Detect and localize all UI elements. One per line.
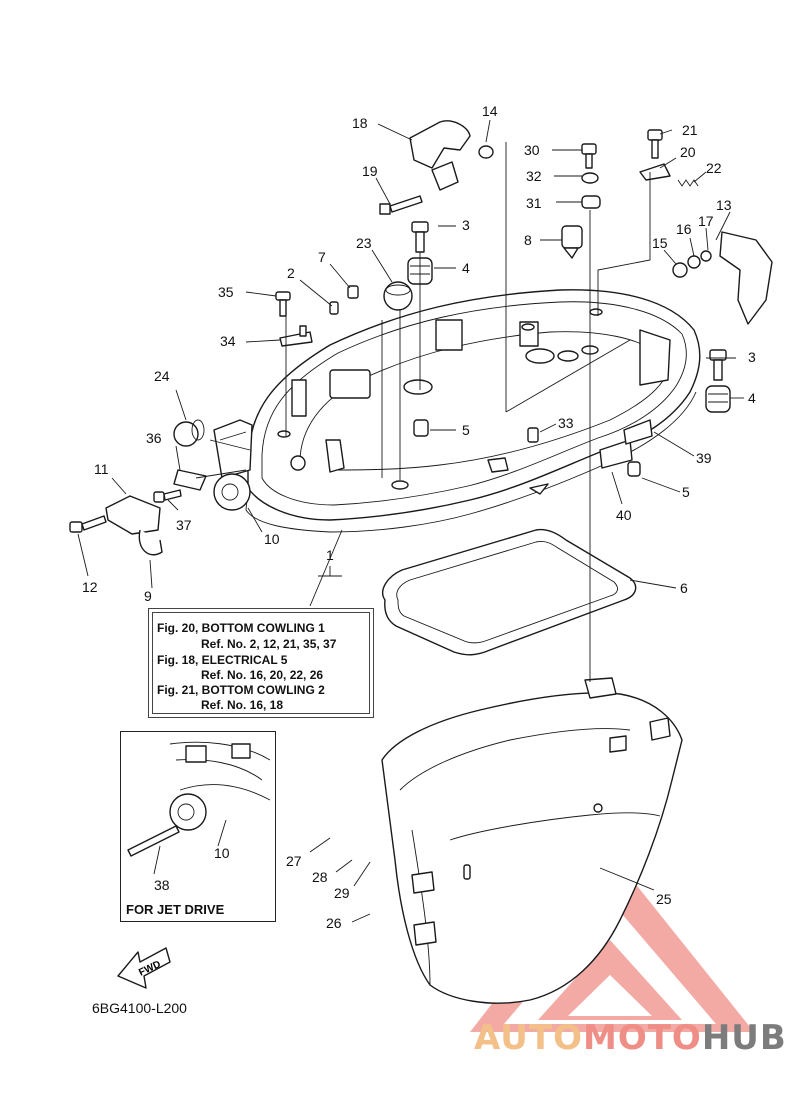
callout-27: 27 [286,853,302,869]
callout-1: 1 [326,547,334,563]
callout-10: 10 [264,531,280,547]
collar-5-center [413,419,429,437]
callout-40: 40 [616,507,632,523]
washer-32 [581,172,599,184]
callout-12: 12 [82,579,98,595]
washer-16 [687,255,701,269]
lower-cover [381,677,683,1004]
ref-line-5: Fig. 21, BOTTOM COWLING 2 [157,683,325,697]
collar-5-right [627,461,641,477]
callout-7: 7 [318,249,326,265]
screw-37 [153,489,182,503]
rubber-seal [382,528,637,656]
callout-17: 17 [698,213,714,229]
callout-15: 15 [652,235,668,251]
callout-6: 6 [680,580,688,596]
jet-drive-label: FOR JET DRIVE [126,902,225,917]
grommet-24 [173,419,205,447]
watermark-auto: AUTO [474,1018,583,1058]
bolt-3-right [709,349,727,381]
collar-15 [672,262,688,278]
callout-31: 31 [526,195,542,211]
lever-13 [719,231,773,325]
callout-labels: 1 2 3 3 4 4 5 5 6 7 8 9 10 10 11 12 13 1… [82,103,756,931]
bolt-19 [379,195,423,215]
callout-4-right: 4 [748,390,756,406]
screw-2 [329,301,339,315]
grommet-10 [213,473,251,511]
callout-23: 23 [356,235,372,251]
drawing-code: 6BG4100-L200 [92,1000,187,1016]
callout-29: 29 [334,885,350,901]
callout-20: 20 [680,144,696,160]
bolt-35 [275,291,291,317]
watermark-hub: HUB [701,1018,787,1058]
reference-box: Fig. 20, BOTTOM COWLING 1 Ref. No. 2, 12… [148,608,374,718]
ref-line-3: Fig. 18, ELECTRICAL 5 [157,653,288,667]
ref-line-2: Ref. No. 2, 12, 21, 35, 37 [201,637,337,651]
grommet-4-right [705,385,731,413]
plate-20 [639,163,671,181]
callout-16: 16 [676,221,692,237]
callout-33: 33 [558,415,574,431]
ref-line-1: Fig. 20, BOTTOM COWLING 1 [157,621,325,635]
callout-13: 13 [716,197,732,213]
leader-lines [77,119,744,923]
callout-24: 24 [154,368,170,384]
watermark-moto: MOTO [582,1018,702,1058]
ref-line-4: Ref. No. 16, 20, 22, 26 [201,668,324,682]
plate-36 [173,469,207,491]
bolt-21 [647,129,663,159]
lever-18 [409,120,494,191]
bolt-3-top [411,221,429,253]
callout-35: 35 [218,284,234,300]
callout-37: 37 [176,517,192,533]
screw-7 [347,285,359,299]
callout-8: 8 [524,232,532,248]
callout-38: 38 [154,877,170,893]
callout-21: 21 [682,122,698,138]
callout-22: 22 [706,160,722,176]
callout-2: 2 [287,265,295,281]
callout-39: 39 [696,450,712,466]
clip-34 [279,325,313,347]
bolt-12 [69,515,107,533]
damper-8 [561,225,583,259]
callout-18: 18 [352,115,368,131]
callout-28: 28 [312,869,328,885]
callout-3-top: 3 [462,217,470,233]
grommet-31 [581,195,601,209]
callout-19: 19 [362,163,378,179]
bolt-30 [581,143,597,169]
screw-33 [527,427,539,443]
callout-10-inset: 10 [214,845,230,861]
callout-11: 11 [94,461,109,477]
callout-32: 32 [526,168,542,184]
callout-14: 14 [482,103,498,119]
fwd-arrow-icon: FWD [117,947,171,989]
ref-line-6: Ref. No. 16, 18 [201,698,284,712]
callout-4-top: 4 [462,260,470,276]
callout-5-center: 5 [462,422,470,438]
watermark-logo: AUTOMOTOHUB [474,1018,787,1058]
callout-3-right: 3 [748,349,756,365]
callout-30: 30 [524,142,540,158]
callout-25: 25 [656,891,672,907]
jet-drive-inset [127,741,271,857]
callout-9: 9 [144,588,152,604]
washer-17 [700,250,712,262]
bracket-11 [105,495,163,556]
grommet-23 [383,281,413,311]
callout-5-right: 5 [682,484,690,500]
callout-34: 34 [220,333,236,349]
jet-drive-inset-frame [120,731,276,922]
callout-26: 26 [326,915,342,931]
callout-36: 36 [146,430,162,446]
bottom-cowling [213,289,701,533]
